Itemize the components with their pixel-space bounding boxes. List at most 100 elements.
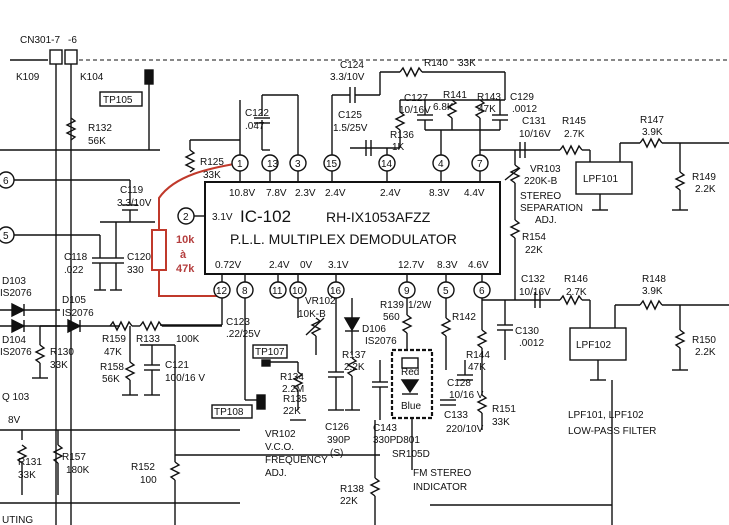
diode-d106: D106 IS2076 [343,298,397,355]
label-d801: D801 [396,435,420,446]
svg-text:5: 5 [3,231,9,242]
svg-text:C125: C125 [338,110,362,121]
svg-text:C120: C120 [127,252,151,263]
svg-text:15: 15 [326,159,338,170]
svg-text:56K: 56K [88,136,106,147]
svg-text:R142: R142 [452,312,476,323]
svg-text:33K: 33K [50,360,68,371]
capacitor-c121: C121 100/16 V [144,345,205,396]
svg-text:10/16V: 10/16V [519,129,551,140]
resistor-r125: R125 33K [184,139,240,181]
resistor-r143: R143 47K [474,92,501,130]
svg-text:2.2M: 2.2M [282,384,304,395]
svg-text:3.9K: 3.9K [642,286,663,297]
resistor-r158: R158 56K [100,326,138,396]
svg-text:1: 1 [237,159,243,170]
svg-text:33K: 33K [492,417,510,428]
svg-text:3.1V: 3.1V [328,260,349,271]
svg-text:R136: R136 [390,130,414,141]
svg-text:10: 10 [292,286,304,297]
svg-text:IS2076: IS2076 [0,288,32,299]
svg-text:IC-102: IC-102 [240,207,291,226]
svg-text:D103: D103 [2,276,26,287]
svg-text:14: 14 [381,159,393,170]
testpoint-tp107: TP107 [252,344,298,367]
svg-text:6.8K: 6.8K [433,102,454,113]
svg-text:R152: R152 [131,462,155,473]
svg-text:22K: 22K [283,406,301,417]
red-label-a: à [180,249,187,261]
svg-text:5: 5 [443,286,449,297]
ic-102: IC-102 RH-IX1053AFZZ P.L.L. MULTIPLEX DE… [204,181,501,275]
resistor-r135: R135 22K [283,394,307,417]
vr102: VR102 10K-B [297,296,336,355]
svg-text:C133: C133 [444,410,468,421]
svg-text:100K: 100K [176,334,200,345]
label-uting: UTING [2,515,33,525]
resistor-r130: R130 33K [32,326,74,379]
svg-text:100/16 V: 100/16 V [165,373,205,384]
svg-text:10K-B: 10K-B [298,309,326,320]
led-indicator-d801: Red Blue [390,348,434,420]
resistor-r133: R133 100K [132,320,222,345]
label-fm-stereo: FM STEREO [413,468,472,479]
svg-text:8.3V: 8.3V [429,188,450,199]
svg-text:22K: 22K [340,496,358,507]
svg-text:VR102: VR102 [305,296,336,307]
lpf101: LPF101 [575,161,633,195]
svg-text:R133: R133 [136,334,160,345]
resistor-r150: R150 2.2K [672,305,716,371]
capacitor-c118: C118 .022 [64,235,108,291]
resistor-r134: R134 2.2M [280,362,304,410]
resistor-r157: R157 180K [52,430,90,495]
svg-text:IS2076: IS2076 [0,347,32,358]
label-sr105d: SR105D [392,449,430,460]
svg-text:C122: C122 [245,108,269,119]
capacitor-c125: C125 1.5/25V [333,110,400,156]
svg-text:C130: C130 [515,326,539,337]
svg-text:C129: C129 [510,92,534,103]
svg-text:R134: R134 [280,372,304,383]
svg-text:.0012: .0012 [512,104,537,115]
svg-text:47K: 47K [104,347,122,358]
connector-cn301: CN301-7 -6 K109 K104 [10,35,729,525]
resistor-r152: R152 100 [131,455,181,525]
resistor-r142: R142 [440,298,476,370]
svg-text:R145: R145 [562,116,586,127]
svg-text:R159: R159 [102,334,126,345]
svg-text:R132: R132 [88,123,112,134]
svg-text:C118: C118 [64,252,88,263]
svg-text:R149: R149 [692,172,716,183]
svg-text:12: 12 [216,286,228,297]
svg-text:VR103: VR103 [530,164,561,175]
label-q103: Q 103 [2,392,30,403]
svg-text:R135: R135 [283,394,307,405]
svg-text:(S): (S) [330,448,343,459]
label-k104: K104 [80,72,104,83]
svg-text:C143: C143 [373,423,397,434]
svg-text:.0012: .0012 [519,338,544,349]
label-k109: K109 [16,72,40,83]
svg-text:C132: C132 [521,274,545,285]
svg-text:C131: C131 [522,116,546,127]
capacitor-c143: C143 330P [372,360,397,446]
red-label-47k: 47k [176,263,195,275]
svg-text:7.8V: 7.8V [266,188,287,199]
resistor-r132: R132 56K [65,117,112,147]
svg-text:10/16V: 10/16V [399,105,431,116]
svg-text:11: 11 [272,286,283,297]
capacitor-c132: C132 10/16V [519,274,551,308]
svg-text:R125: R125 [200,157,224,168]
svg-text:ADJ.: ADJ. [535,215,557,226]
svg-text:1.5/25V: 1.5/25V [333,123,368,134]
capacitor-c124: C124 3.3/10V [330,60,380,103]
svg-text:R140: R140 [424,58,448,69]
svg-text:C124: C124 [340,60,364,71]
resistor-r144: R144 47K [466,298,490,373]
resistor-r137: R137 2.2K [342,350,366,410]
capacitor-c120: C120 330 [108,222,151,291]
vr103: VR103 220K-B STEREO SEPARATION ADJ. [504,150,583,226]
svg-text:9: 9 [404,286,410,297]
svg-text:3.9K: 3.9K [642,127,663,138]
